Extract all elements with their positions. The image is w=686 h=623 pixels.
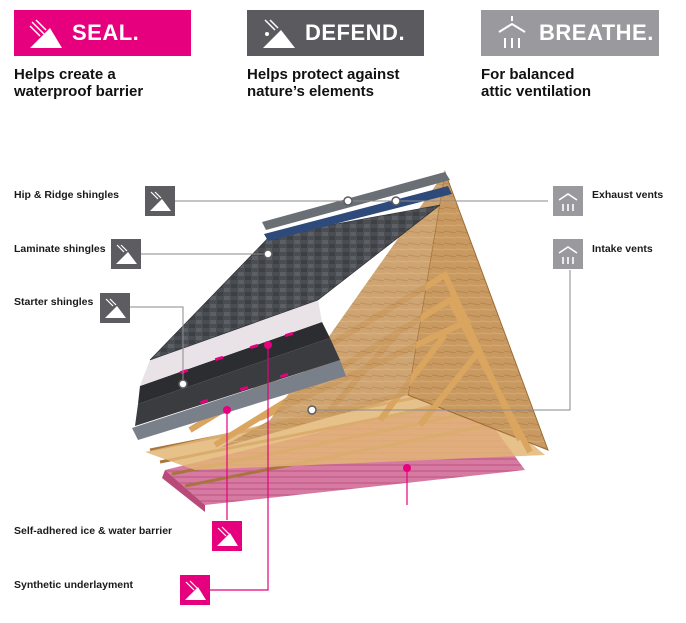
label-intake-vents: Intake vents (592, 243, 653, 255)
label-starter-shingles: Starter shingles (14, 296, 94, 308)
vent-breathe-icon (553, 239, 583, 269)
roof-seal-icon (180, 575, 210, 605)
ridge-cap-blue (264, 186, 452, 241)
starter-course-layer (132, 360, 346, 440)
vent-breathe-icon (553, 186, 583, 216)
roof-defend-icon (145, 186, 175, 216)
seal-tagline: Helps create a waterproof barrier (14, 66, 144, 100)
label-laminate-shingles: Laminate shingles (14, 243, 106, 255)
breathe-title: BREATHE. (539, 20, 654, 45)
label-exhaust-vents: Exhaust vents (592, 189, 664, 201)
laminate-shingle-field (149, 204, 441, 361)
roof-seal-icon (29, 19, 62, 48)
defend-header: DEFEND. (247, 10, 424, 56)
underlayment-layer (140, 300, 322, 386)
roof-defend-icon (263, 19, 295, 48)
label-synthetic-underlayment: Synthetic underlayment (14, 579, 134, 591)
roof-defend-icon (100, 293, 130, 323)
roof-seal-icon (212, 521, 242, 551)
breathe-tagline: For balanced attic ventilation (481, 66, 592, 100)
seal-header: SEAL. (14, 10, 191, 56)
label-hip-ridge-shingles: Hip & Ridge shingles (14, 189, 120, 201)
vent-breathe-icon (498, 16, 526, 48)
label-ice-water-barrier: Self-adhered ice & water barrier (14, 525, 173, 537)
breathe-header: BREATHE. (481, 10, 659, 56)
roof-defend-icon (111, 239, 141, 269)
defend-tagline: Helps protect against nature’s elements (247, 66, 400, 100)
defend-title: DEFEND. (305, 20, 406, 45)
seal-title: SEAL. (72, 20, 140, 45)
